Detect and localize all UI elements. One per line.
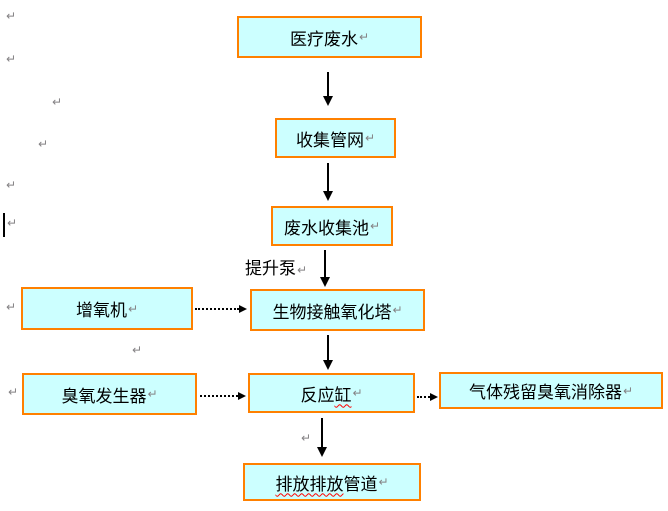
paragraph-mark: ↵ (147, 387, 158, 401)
paragraph-mark: ↵ (132, 343, 143, 357)
paragraph-mark: ↵ (622, 383, 634, 398)
node-medical-wastewater[interactable]: 医疗废水↵ (237, 16, 422, 58)
node-reaction-tank[interactable]: 反应缸↵ (248, 373, 415, 413)
paragraph-mark: ↵ (352, 386, 363, 400)
node-wastewater-collection-pool[interactable]: 废水收集池↵ (271, 206, 393, 246)
dotted-right-arrow (200, 392, 246, 400)
node-label: 收集管网 (295, 130, 364, 150)
dotted-right-arrow (195, 305, 247, 313)
arrowhead-down-icon (323, 191, 333, 201)
paragraph-mark: ↵ (38, 137, 49, 151)
arrowhead-down-icon (323, 96, 333, 106)
arrowhead-right-icon (430, 393, 438, 401)
arrowhead-right-icon (239, 305, 247, 313)
node-label: 增氧机 (75, 301, 127, 320)
paragraph-mark: ↵ (6, 178, 17, 192)
arrowhead-down-icon (323, 360, 333, 370)
node-label: 气体残留臭氧消除器 (468, 383, 622, 402)
arrowhead-down-icon (320, 277, 330, 287)
down-arrow (323, 335, 333, 370)
paragraph-mark: ↵ (297, 263, 308, 277)
edge-label-lift-pump: 提升泵↵ (245, 259, 308, 278)
node-ozone-generator[interactable]: 臭氧发生器↵ (22, 373, 197, 415)
text-cursor (3, 213, 5, 237)
down-arrow (317, 418, 327, 457)
paragraph-mark: ↵ (301, 431, 312, 445)
paragraph-mark: ↵ (8, 385, 19, 399)
down-arrow (323, 163, 333, 201)
node-label: 反应缸 (300, 385, 352, 405)
paragraph-mark: ↵ (358, 30, 370, 44)
node-label: 排放排放管道 (275, 474, 378, 494)
node-label: 臭氧发生器 (61, 386, 147, 406)
paragraph-mark: ↵ (127, 301, 139, 316)
arrowhead-right-icon (238, 392, 246, 400)
arrowhead-down-icon (317, 447, 327, 457)
paragraph-mark: ↵ (6, 300, 17, 314)
node-label: 医疗废水 (289, 29, 358, 49)
down-arrow (323, 72, 333, 106)
node-label: 生物接触氧化塔 (272, 302, 392, 322)
node-collection-pipe-network[interactable]: 收集管网↵ (275, 118, 396, 158)
node-aerator[interactable]: 增氧机↵ (21, 287, 193, 330)
node-discharge-pipe[interactable]: 排放排放管道↵ (243, 463, 421, 501)
spellcheck-underlined-text: 缸 (334, 385, 352, 405)
dotted-right-arrow (417, 393, 438, 401)
spellcheck-underlined-text: 排放排放 (275, 474, 344, 494)
down-arrow (320, 250, 330, 287)
paragraph-mark: ↵ (52, 95, 63, 109)
node-bio-contact-oxidation-tower[interactable]: 生物接触氧化塔↵ (250, 289, 425, 331)
paragraph-mark: ↵ (6, 52, 17, 66)
paragraph-mark: ↵ (392, 303, 403, 317)
node-gas-residual-ozone-eliminator[interactable]: 气体残留臭氧消除器↵ (439, 372, 663, 409)
node-label: 废水收集池 (283, 218, 369, 238)
paragraph-mark: ↵ (364, 131, 376, 145)
paragraph-mark: ↵ (7, 216, 18, 230)
paragraph-mark: ↵ (369, 219, 381, 233)
paragraph-mark: ↵ (378, 475, 389, 489)
paragraph-mark: ↵ (6, 9, 17, 23)
